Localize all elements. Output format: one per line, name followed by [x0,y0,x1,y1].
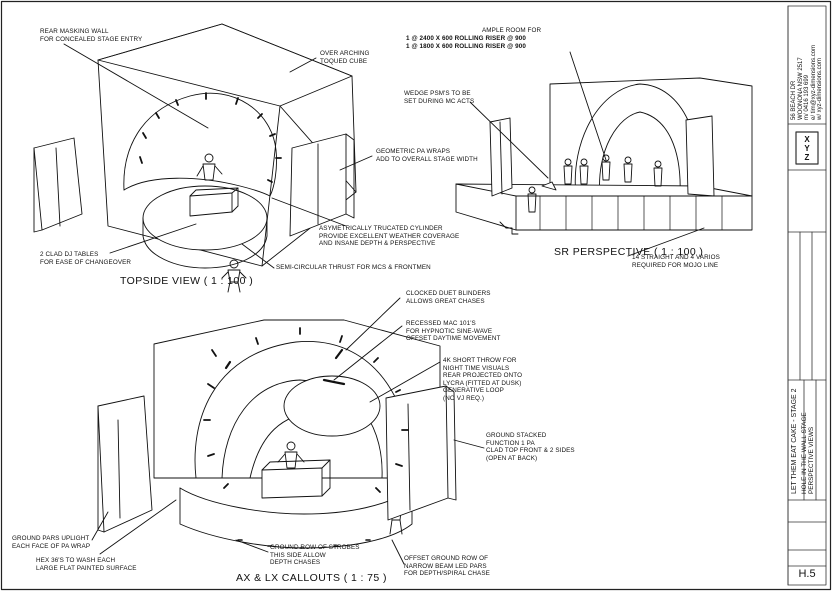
project-title: LET THEM EAT CAKE - STAGE 2 [791,388,798,494]
drawing-title-line: HOLE IN THE WALL STAGE [801,412,808,494]
topside-drawing [33,23,373,293]
title-block-address: 56 BEACH DR WOONONA NSW 2517 m/ 0416 193… [791,45,824,120]
logo-letter: Y [804,143,810,153]
drawing-title: HOLE IN THE WALL STAGE PERSPECTIVE VIEWS [801,412,815,494]
address-line: WOONONA NSW 2517 [797,57,804,120]
note-thrust: SEMI-CIRCULAR THRUST FOR MCS & FRONTMEN [276,264,431,271]
note-asym-cylinder: ASYMETRICALLY TRUCATED CYLINDER PROVIDE … [319,225,460,248]
sr-drawing [455,51,753,257]
note-riser-2400: 1 @ 2400 X 600 ROLLING RISER @ 900 [406,35,526,42]
note-ground-pars: GROUND PARS UPLIGHT EACH FACE OF PA WRAP [12,535,91,550]
axlx-drawing [91,297,485,565]
note-over-arching: OVER ARCHING TOQUED CUBE [320,50,370,65]
phone-line: m/ 0416 193 699 [804,74,811,120]
note-wedge-psm: WEDGE PSM'S TO BE SET DURING MC ACTS [404,90,475,105]
email-line: e/ tim@xyz-dimensions.com [810,44,817,120]
topside-view-title: TOPSIDE VIEW ( 1 : 100 ) [120,275,254,287]
drawing-title-line: PERSPECTIVE VIEWS [808,426,815,494]
note-straight-varios: 14 STRAIGHT AND 4 VARIOS REQUIRED FOR MO… [632,254,720,269]
note-clocked-duet: CLOCKED DUET BLINDERS ALLOWS GREAT CHASE… [406,290,491,305]
note-hex-36: HEX 36'S TO WASH EACH LARGE FLAT PAINTED… [36,557,137,572]
note-ample-room: AMPLE ROOM FOR [482,27,542,34]
web-line: w/ xyz-dimensions.com [817,57,824,120]
logo-letter: X [804,134,810,144]
note-ground-strobes: GROUND ROW OF STROBES THIS SIDE ALLOW DE… [270,544,360,567]
note-recessed-mac: RECESSED MAC 101'S FOR HYPNOTIC SINE-WAV… [406,320,501,343]
title-block-frame [787,5,827,586]
note-rear-masking: REAR MASKING WALL FOR CONCEALED STAGE EN… [40,28,143,43]
note-dj-tables: 2 CLAD DJ TABLES FOR EASE OF CHANGEOVER [40,251,132,266]
sheet-number: H.5 [798,568,816,580]
sr-view-title: SR PERSPECTIVE ( 1 : 100 ) [554,246,704,258]
note-ground-stacked: GROUND STACKED FUNCTION 1 PA CLAD TOP FR… [486,432,575,462]
xyz-logo: X Y Z [797,133,817,163]
axlx-view-title: AX & LX CALLOUTS ( 1 : 75 ) [236,572,387,584]
note-riser-1800: 1 @ 1800 X 600 ROLLING RISER @ 900 [406,43,526,50]
note-offset-led: OFFSET GROUND ROW OF NARROW BEAM LED PAR… [404,555,490,578]
note-short-throw: 4K SHORT THROW FOR NIGHT TIME VISUALS RE… [443,357,523,402]
logo-letter: Z [804,152,810,162]
note-geometric-pa: GEOMETRIC PA WRAPS ADD TO OVERALL STAGE … [376,148,478,163]
address-line: 56 BEACH DR [791,80,797,120]
